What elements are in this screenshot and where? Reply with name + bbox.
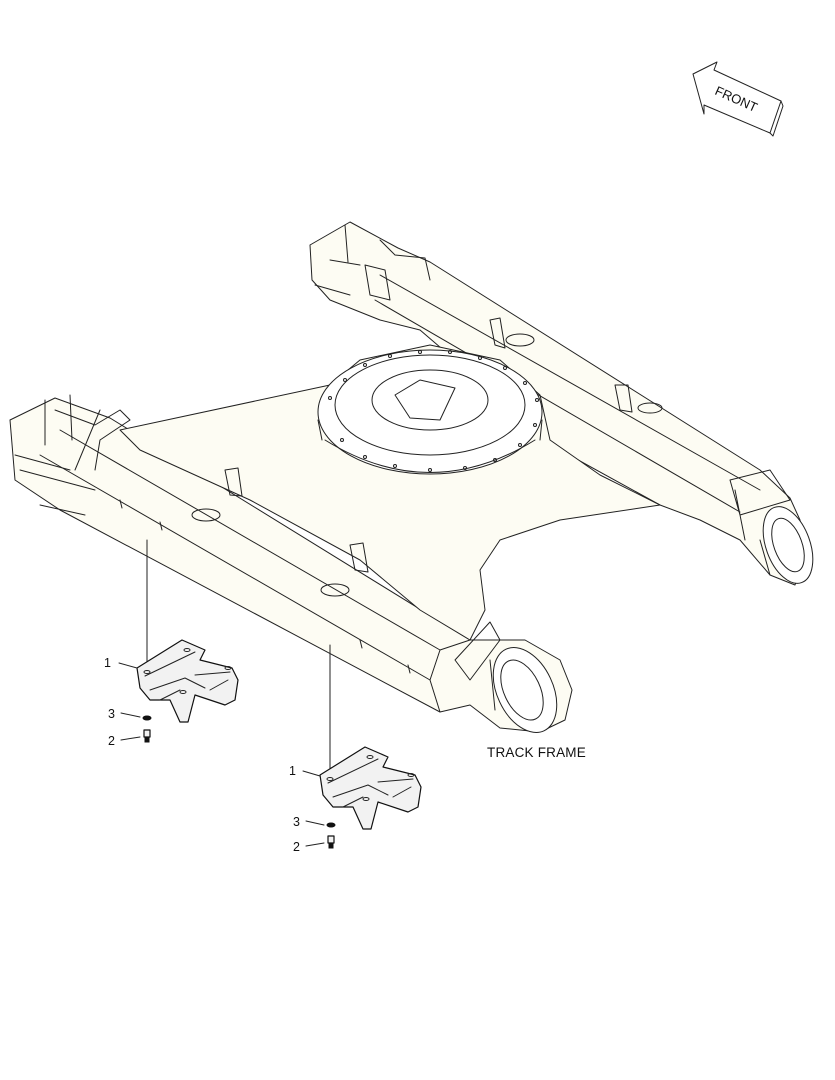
- callout-2-lower: 2: [293, 840, 300, 854]
- track-guard-upper: [136, 639, 239, 723]
- bolt-upper: [143, 729, 151, 743]
- track-frame: [9, 221, 814, 733]
- washer-lower: [326, 822, 336, 828]
- callout-3-upper: 3: [108, 707, 115, 721]
- assembly-title: TRACK FRAME: [487, 745, 586, 760]
- callout-1-lower: 1: [289, 764, 296, 778]
- bolt-lower: [327, 835, 335, 849]
- callout-3-lower: 3: [293, 815, 300, 829]
- front-arrow-icon: FRONT: [692, 61, 784, 137]
- washer-upper: [142, 715, 152, 721]
- callout-2-upper: 2: [108, 734, 115, 748]
- track-guard-lower: [319, 746, 422, 830]
- callout-1-upper: 1: [104, 656, 111, 670]
